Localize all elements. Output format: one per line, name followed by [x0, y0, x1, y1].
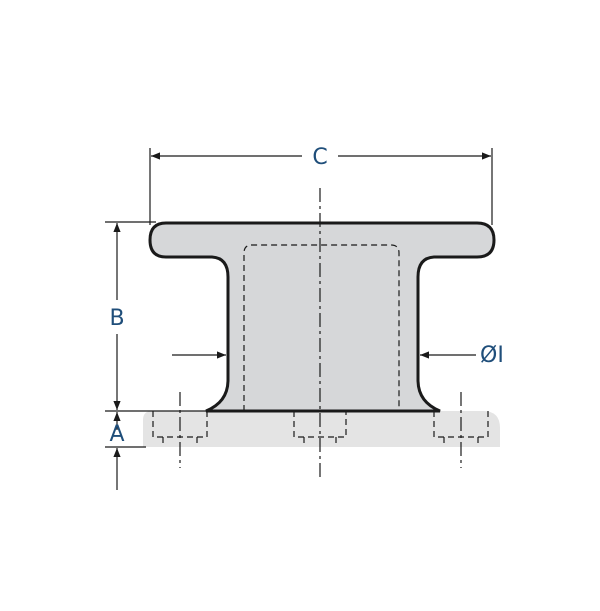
dim-c-label: C: [312, 145, 327, 170]
bollard-body: [148, 221, 496, 413]
inner-bore-hidden: [243, 244, 400, 411]
dim-b-label: B: [109, 306, 124, 331]
dim-a-label: A: [109, 422, 124, 447]
base-plate: [143, 411, 500, 447]
center-fastener-hidden: [293, 411, 347, 447]
dim-diameter-label: ØI: [480, 343, 504, 368]
